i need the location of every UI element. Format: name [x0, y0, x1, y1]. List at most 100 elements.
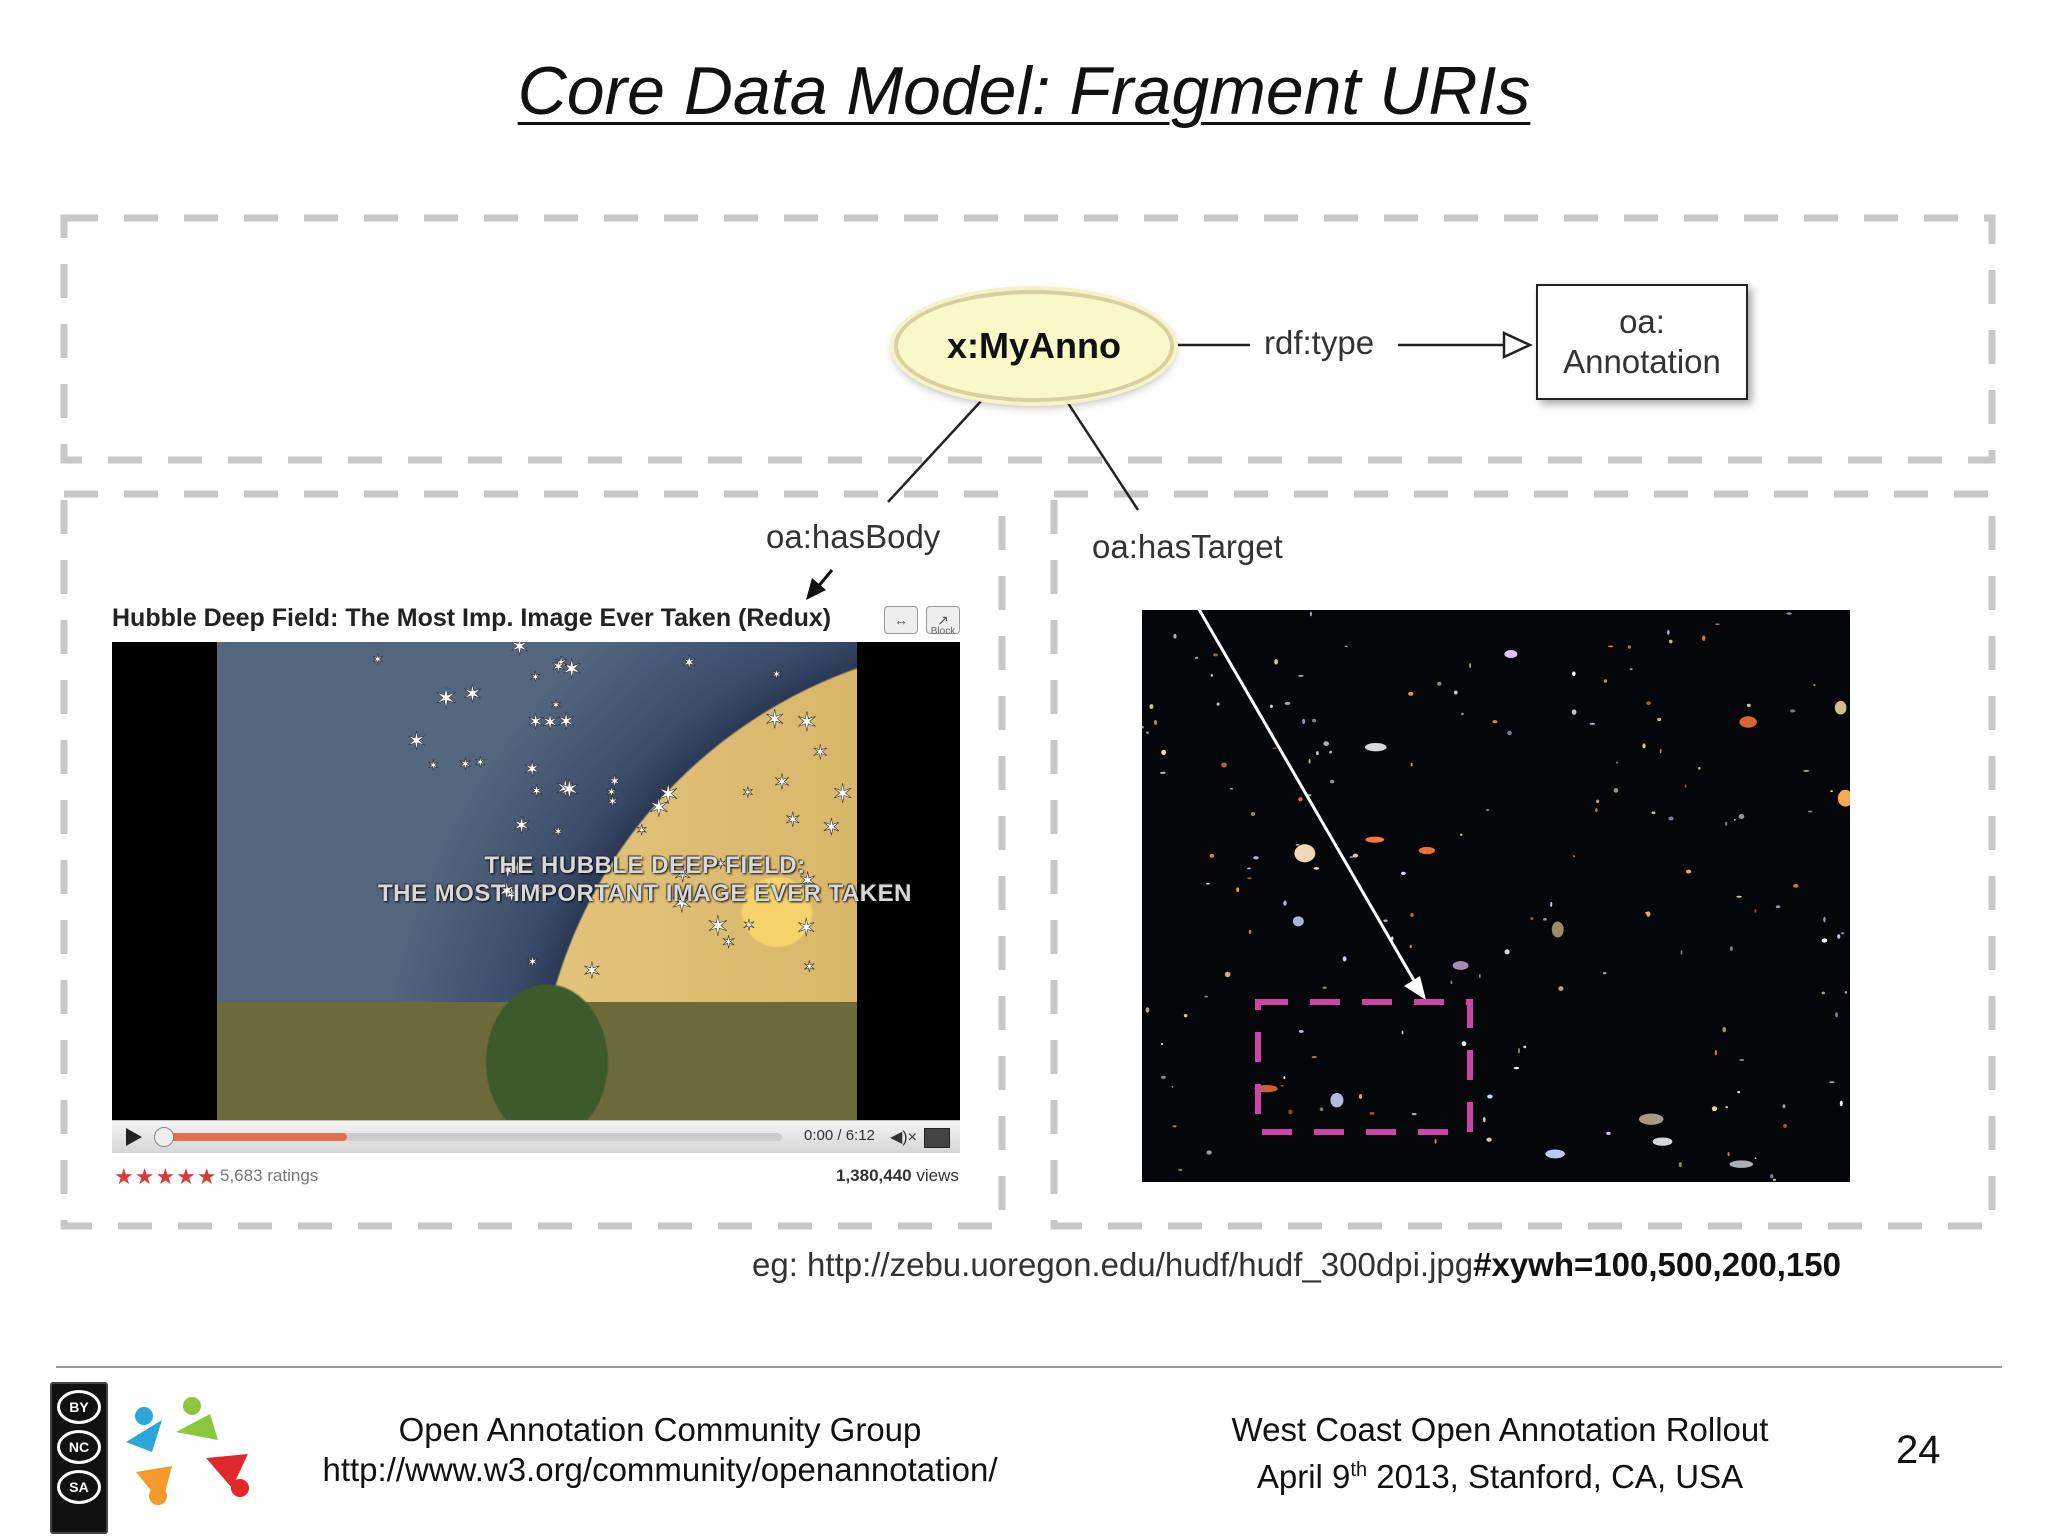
galaxy-dot — [1485, 809, 1490, 811]
page-number: 24 — [1896, 1428, 1941, 1472]
galaxy-dot — [1821, 991, 1825, 995]
rating-stars[interactable]: ★★★★★ — [114, 1164, 218, 1189]
scrub-handle[interactable] — [154, 1127, 174, 1147]
galaxy-dot — [1606, 1131, 1611, 1135]
engraving-star: ✶ — [462, 682, 483, 709]
scrub-bar[interactable] — [154, 1127, 782, 1147]
galaxy-dot — [1627, 645, 1631, 649]
play-icon[interactable] — [126, 1128, 142, 1146]
galaxy-dot — [1596, 799, 1600, 804]
galaxy-dot — [1669, 639, 1673, 644]
cc-sa-icon: SA — [57, 1470, 101, 1504]
flammarion-engraving-image: ✶✶✶✶✶✶✶✶✶✶✶✶✶✶✶✶✶✶✶✶✶✶✶✶✶✶✶✶✶✶✶✶✶✶✶✶✶✶✶✶… — [217, 642, 911, 1120]
video-frame[interactable]: ✶✶✶✶✶✶✶✶✶✶✶✶✶✶✶✶✶✶✶✶✶✶✶✶✶✶✶✶✶✶✶✶✶✶✶✶✶✶✶✶… — [112, 642, 960, 1120]
galaxy-dot — [1551, 921, 1564, 938]
galaxy-dot — [1452, 961, 1469, 970]
engraving-star: ✶ — [427, 758, 440, 775]
cc-license-icon: BY NC SA — [50, 1382, 108, 1534]
logo-figure-red — [206, 1454, 249, 1497]
engraving-star: ✶ — [530, 879, 546, 900]
galaxy-dot — [1746, 703, 1751, 707]
time-readout: 0:00 / 6:12 — [804, 1127, 875, 1144]
galaxy-dot — [1835, 1012, 1838, 1018]
footer-date-rest: 2013, Stanford, CA, USA — [1367, 1458, 1744, 1495]
galaxy-dot — [1638, 1113, 1664, 1125]
galaxy-dot — [1391, 936, 1394, 941]
galaxy-dot — [1513, 1066, 1520, 1070]
galaxy-dot — [1729, 946, 1733, 951]
engraving-stars: ✶✶✶✶✶✶✶✶✶✶✶✶✶✶✶✶✶✶✶✶✶✶✶✶✶✶✶✶✶✶✶✶✶✶✶✶✶✶✶✶… — [371, 642, 854, 984]
galaxy-dot — [1684, 784, 1687, 788]
engraving-star: ✶ — [561, 654, 583, 684]
galaxy-dot — [1459, 833, 1463, 837]
class-node-line2: Annotation — [1563, 343, 1721, 380]
galaxy-dot — [1437, 681, 1442, 686]
galaxy-dot — [1295, 844, 1300, 846]
footer-group-url[interactable]: http://www.w3.org/community/openannotati… — [322, 1451, 998, 1488]
galaxy-dot — [1602, 972, 1607, 975]
footer-event-name: West Coast Open Annotation Rollout — [1231, 1411, 1769, 1448]
engraving-star: ✶ — [648, 793, 670, 823]
galaxy-dot — [1507, 730, 1512, 736]
galaxy-dot — [1408, 691, 1414, 696]
galaxy-dot — [1178, 1168, 1183, 1172]
galaxy-dot — [1160, 771, 1166, 774]
galaxy-dot — [1454, 690, 1458, 695]
galaxy-dot — [1738, 814, 1745, 819]
popout-icon[interactable]: ↗Block — [926, 606, 960, 637]
galaxy-dot — [1461, 712, 1464, 716]
footer-community-group: Open Annotation Community Group http://w… — [290, 1410, 1030, 1490]
engraving-star: ✶ — [527, 709, 545, 734]
engraving-star: ✶ — [715, 856, 728, 873]
galaxy-dot — [1837, 934, 1841, 939]
galaxy-dot — [1146, 731, 1149, 734]
volume-icon[interactable]: ◀)× — [890, 1129, 917, 1146]
galaxy-dot — [1702, 635, 1706, 641]
engraving-star: ✶ — [582, 958, 601, 984]
galaxy-dot — [1733, 818, 1736, 821]
footer-event-date: April 9th 2013, Stanford, CA, USA — [1190, 1450, 1810, 1497]
galaxy-dot — [1142, 725, 1145, 729]
engraving-star: ✶ — [784, 809, 801, 831]
video-title[interactable]: Hubble Deep Field: The Most Imp. Image E… — [112, 604, 832, 632]
hubble-deep-field-image — [1142, 610, 1850, 1182]
galaxy-dot — [1550, 901, 1553, 907]
galaxy-dot — [1652, 1137, 1673, 1146]
galaxy-dot — [1629, 668, 1633, 671]
galaxy-dot — [1194, 656, 1199, 659]
galaxy-dot — [1487, 1094, 1493, 1099]
galaxy-dot — [1823, 916, 1826, 923]
galaxy-dot — [1769, 1174, 1774, 1179]
engraving-star: ✶ — [550, 657, 566, 678]
galaxy-dot — [1221, 762, 1227, 768]
footer-event: West Coast Open Annotation Rollout April… — [1190, 1410, 1810, 1497]
video-caption-line1: THE HUBBLE DEEP FIELD: — [484, 852, 806, 879]
galaxy-dot — [1840, 932, 1845, 935]
galaxy-dot — [1813, 684, 1816, 686]
galaxy-dot — [1400, 871, 1406, 876]
galaxy-dot — [1401, 1030, 1404, 1035]
galaxy-dot — [1229, 787, 1234, 790]
engraving-star: ✶ — [822, 814, 841, 840]
galaxy-dot — [1292, 916, 1304, 927]
galaxy-dot — [1486, 1137, 1492, 1142]
galaxy-dot — [1274, 659, 1279, 665]
galaxy-dot — [1236, 887, 1240, 893]
galaxy-dot — [1613, 788, 1619, 793]
galaxy-dot — [1323, 741, 1330, 746]
video-caption-line2: THE MOST IMPORTANT IMAGE EVER TAKEN — [378, 880, 912, 907]
engraving-star: ✶ — [796, 915, 817, 942]
expand-icon[interactable]: ↔ — [884, 606, 918, 634]
engraving-star: ✶ — [742, 916, 755, 934]
galaxy-dot — [1737, 1090, 1741, 1094]
galaxy-dot — [1364, 743, 1387, 752]
engraving-star: ✶ — [523, 756, 541, 781]
engraving-star: ✶ — [812, 742, 829, 764]
galaxy-dot — [1247, 867, 1251, 870]
fullscreen-icon[interactable] — [924, 1128, 950, 1148]
galaxy-dot — [1657, 717, 1662, 722]
galaxy-dot — [1469, 663, 1471, 669]
galaxy-dot — [1504, 949, 1510, 955]
galaxy-dot — [1571, 709, 1577, 715]
engraving-star: ✶ — [605, 785, 618, 802]
